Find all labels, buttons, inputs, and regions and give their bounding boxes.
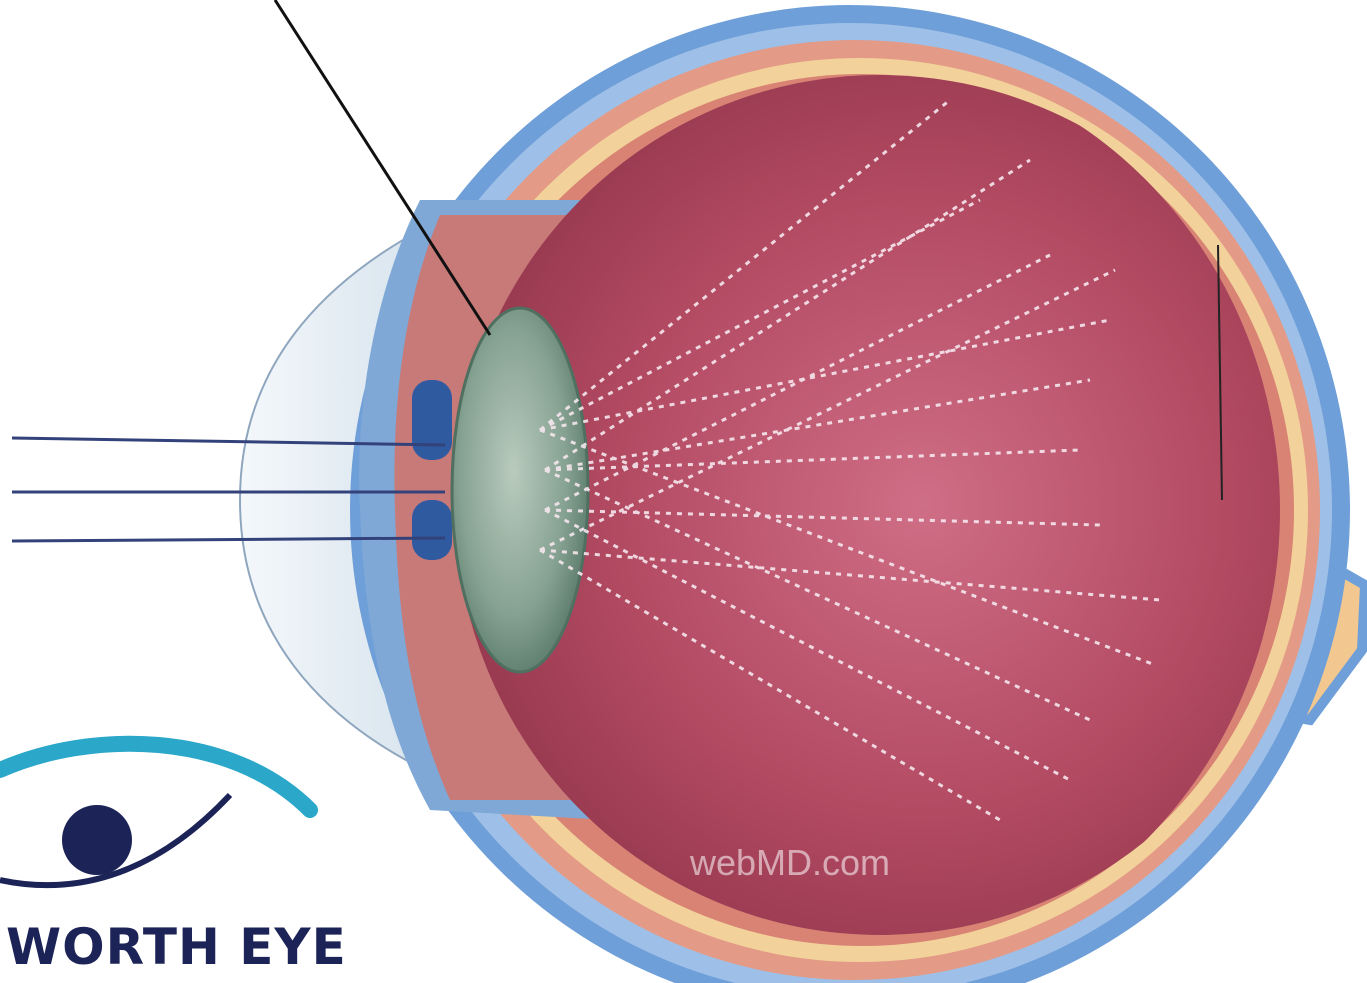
iris-upper xyxy=(412,380,452,460)
iris-lower xyxy=(412,500,452,560)
watermark: webMD.com xyxy=(689,842,890,883)
logo-pupil-icon xyxy=(62,805,132,875)
logo-text: WORTH EYE xyxy=(6,918,347,976)
lens xyxy=(452,308,588,672)
logo-arc-icon xyxy=(0,744,310,810)
logo xyxy=(0,744,310,885)
